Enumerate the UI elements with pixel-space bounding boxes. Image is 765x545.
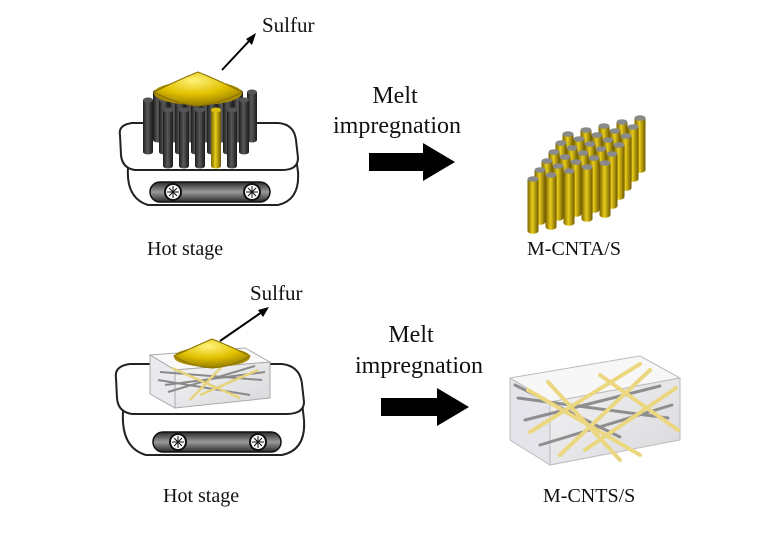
process-label-bottom-line1: Melt (388, 322, 434, 348)
m-cnts-s-sheet (508, 355, 682, 466)
cnt-rod-filled (563, 168, 575, 226)
cnt-rod (239, 97, 249, 155)
cnt-rod-filled (527, 176, 539, 234)
cnt-rod (227, 107, 237, 169)
process-label-top-line1: Melt (372, 83, 418, 109)
cnt-rod-filled (599, 160, 611, 218)
cnt-rod (211, 107, 221, 169)
m-cnta-s-array (527, 115, 646, 234)
process-label-bottom-line2: impregnation (355, 353, 483, 379)
cnt-rod (163, 107, 173, 169)
sulfur-pointer-bottom (219, 307, 269, 342)
process-arrow-bottom (381, 388, 469, 426)
cnt-rod (195, 107, 205, 169)
sulfur-label-bottom: Sulfur (250, 281, 303, 305)
sulfur-cone-top (152, 71, 244, 107)
cnt-rod (143, 97, 153, 155)
sulfur-cone-bottom (172, 338, 252, 369)
cnt-rod-filled (581, 164, 593, 222)
process-label-top-line2: impregnation (333, 113, 461, 139)
cnt-rod (179, 107, 189, 169)
cnt-rod (247, 89, 257, 143)
product-label-bottom: M-CNTS/S (543, 485, 635, 507)
product-label-top: M-CNTA/S (527, 238, 621, 260)
hot-stage-label-bottom: Hot stage (163, 485, 239, 507)
hot-stage-label-top: Hot stage (147, 238, 223, 260)
process-arrow-top (369, 143, 455, 181)
sulfur-pointer-top (221, 33, 256, 71)
sulfur-label-top: Sulfur (262, 13, 315, 37)
cnt-rod-filled (545, 172, 557, 230)
